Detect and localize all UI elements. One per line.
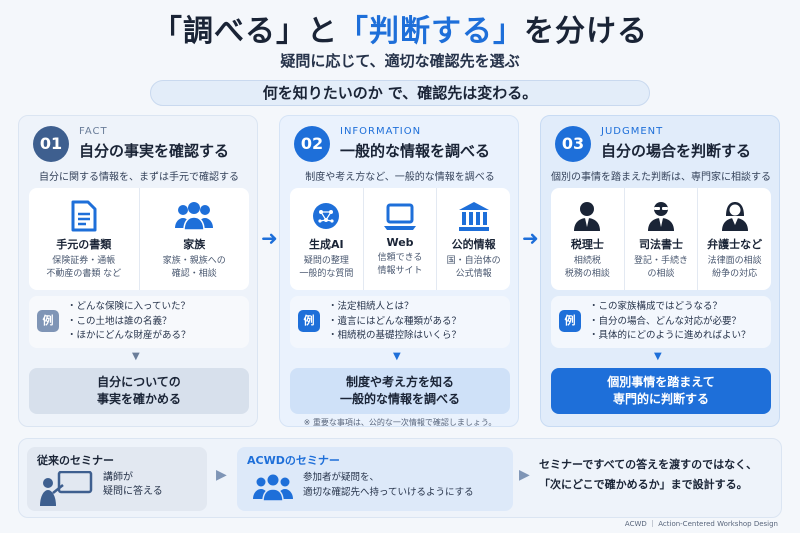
card-subtext: 疑問の整理一般的な質問 bbox=[299, 256, 354, 279]
step-kicker: INFORMATION bbox=[340, 126, 422, 137]
lawyer-icon bbox=[721, 202, 748, 231]
acwd-seminar-title: ACWDのセミナー bbox=[247, 454, 340, 467]
card-title: 家族 bbox=[183, 238, 206, 251]
example-item: どんな保険に入っていた？ bbox=[67, 300, 191, 315]
card-title: Web bbox=[386, 236, 414, 249]
step-kicker: FACT bbox=[79, 126, 108, 137]
right-arrow-icon: ➜ bbox=[261, 226, 278, 250]
example-item: この家族構成ではどうなる？ bbox=[589, 300, 751, 315]
card-title: 生成AI bbox=[309, 238, 344, 251]
step-heading: 自分の場合を判断する bbox=[601, 142, 752, 160]
example-list: 法定相続人とは？ 遺言にはどんな種類がある？ 相続税の基礎控除はいくら？ bbox=[328, 300, 462, 344]
example-box: 例 法定相続人とは？ 遺言にはどんな種類がある？ 相続税の基礎控除はいくら？ bbox=[290, 296, 510, 348]
step-heading: 一般的な情報を調べる bbox=[340, 142, 491, 160]
column-fact: 01 FACT 自分の事実を確認する 自分に関する情報を、まずは手元で確認する … bbox=[18, 115, 258, 427]
example-badge: 例 bbox=[298, 310, 320, 332]
down-arrow-icon: ▼ bbox=[393, 351, 401, 362]
acwd-seminar-box: ACWDのセミナー 参加者が疑問を、適切な確認先へ持っていけるようにする bbox=[237, 447, 513, 511]
source-card-family: 家族 家族・親族への確認・相談 bbox=[138, 188, 250, 290]
traditional-seminar-title: 従来のセミナー bbox=[37, 454, 114, 467]
step-number: 02 bbox=[294, 126, 330, 162]
example-item: 相続税の基礎控除はいくら？ bbox=[328, 329, 462, 344]
card-subtext: 国・自治体の公式情報 bbox=[446, 256, 501, 279]
card-subtext: 保険証券・通帳不動産の書類 など bbox=[46, 256, 122, 279]
closing-message: セミナーですべての答えを渡すのではなく、「次にどこで確かめるか」まで設計する。 bbox=[539, 458, 758, 491]
example-list: どんな保険に入っていた？ この土地は誰の名義？ ほかにどんな財産がある？ bbox=[67, 300, 191, 344]
right-arrow-icon: ➜ bbox=[522, 226, 539, 250]
footnote: ※ 重要な事項は、公的な一次情報で確認しましょう。 bbox=[303, 418, 497, 427]
example-item: ほかにどんな財産がある？ bbox=[67, 329, 191, 344]
step-number: 01 bbox=[33, 126, 69, 162]
page-subtitle: 疑問に応じて、適切な確認先を選ぶ bbox=[280, 52, 520, 70]
title-highlight: 「判断する」 bbox=[338, 14, 524, 49]
step-number: 03 bbox=[555, 126, 591, 162]
down-arrow-icon: ▼ bbox=[654, 351, 662, 362]
card-title: 税理士 bbox=[570, 238, 604, 251]
tax-accountant-icon bbox=[574, 202, 601, 231]
example-item: 法定相続人とは？ bbox=[328, 300, 461, 315]
card-subtext: 家族・親族への確認・相談 bbox=[162, 256, 226, 279]
down-arrow-icon: ▼ bbox=[132, 351, 140, 362]
step-result: 個別事情を踏まえて専門的に判断する bbox=[551, 368, 771, 414]
card-title: 司法書士 bbox=[639, 238, 683, 251]
example-list: この家族構成ではどうなる？ 自分の場合、どんな対応が必要？ 具体的にどのように進… bbox=[589, 300, 751, 344]
play-arrow-icon: ▶ bbox=[519, 467, 530, 483]
source-card-lawyer: 弁護士など 法律面の相談紛争の対応 bbox=[697, 188, 771, 290]
source-card-tax: 税理士 相続税税務の相談 bbox=[551, 188, 624, 290]
card-title: 公的情報 bbox=[451, 238, 496, 251]
card-subtext: 相続税税務の相談 bbox=[564, 256, 610, 279]
play-arrow-icon: ▶ bbox=[216, 467, 227, 483]
source-cards: 税理士 相続税税務の相談 司法書士 登記・手続きの相談 弁護士など 法律面の相談… bbox=[551, 188, 771, 290]
card-subtext: 登記・手続きの相談 bbox=[634, 256, 689, 279]
key-message-pill: 何を知りたいのか で、確認先は変わる。 bbox=[150, 80, 650, 106]
example-box: 例 どんな保険に入っていた？ この土地は誰の名義？ ほかにどんな財産がある？ bbox=[29, 296, 249, 348]
footer-credit: ACWD ｜ Action-Centered Workshop Design bbox=[624, 520, 778, 528]
step-description: 制度や考え方など、一般的な情報を調べる bbox=[305, 172, 495, 183]
example-badge: 例 bbox=[559, 310, 581, 332]
example-item: 遺言にはどんな種類がある？ bbox=[328, 315, 462, 330]
acwd-seminar-desc: 参加者が疑問を、適切な確認先へ持っていけるようにする bbox=[303, 472, 474, 498]
step-heading: 自分の事実を確認する bbox=[79, 142, 230, 160]
source-cards: 生成AI 疑問の整理一般的な質問 Web 信頼できる情報サイト 公的情報 国・自… bbox=[290, 188, 510, 290]
government-icon bbox=[458, 202, 489, 231]
example-item: 自分の場合、どんな対応が必要？ bbox=[589, 315, 751, 330]
title-part-1: 「調べる」と bbox=[152, 14, 338, 49]
source-card-documents: 手元の書類 保険証券・通帳不動産の書類 など bbox=[29, 188, 139, 290]
example-item: この土地は誰の名義？ bbox=[67, 315, 191, 330]
family-icon bbox=[175, 202, 214, 231]
card-title: 弁護士など bbox=[707, 238, 763, 251]
card-subtext: 信頼できる情報サイト bbox=[377, 253, 423, 276]
example-box: 例 この家族構成ではどうなる？ 自分の場合、どんな対応が必要？ 具体的にどのよう… bbox=[551, 296, 771, 348]
page-title: 「調べる」と「判断する」を分ける bbox=[0, 6, 800, 50]
laptop-icon bbox=[384, 203, 416, 230]
example-badge: 例 bbox=[37, 310, 59, 332]
step-description: 自分に関する情報を、まずは手元で確認する bbox=[39, 172, 239, 183]
column-information: 02 INFORMATION 一般的な情報を調べる 制度や考え方など、一般的な情… bbox=[279, 115, 519, 427]
traditional-seminar-box: 従来のセミナー 講師が疑問に答える bbox=[27, 447, 207, 511]
example-item: 具体的にどのように進めればよい？ bbox=[589, 329, 751, 344]
column-judgment: 03 JUDGMENT 自分の場合を判断する 個別の事情を踏まえた判断は、専門家… bbox=[540, 115, 780, 427]
ai-brain-icon bbox=[313, 203, 340, 229]
title-part-3: を分ける bbox=[524, 14, 648, 49]
step-result: 自分についての事実を確かめる bbox=[29, 368, 249, 414]
card-title: 手元の書類 bbox=[56, 238, 112, 251]
source-card-public: 公的情報 国・自治体の公式情報 bbox=[436, 188, 510, 290]
step-description: 個別の事情を踏まえた判断は、専門家に相談する bbox=[551, 172, 771, 183]
scrivener-icon bbox=[648, 202, 674, 231]
source-cards: 手元の書類 保険証券・通帳不動産の書類 など 家族 家族・親族への確認・相談 bbox=[29, 188, 249, 290]
document-icon bbox=[71, 200, 97, 232]
lecturer-icon bbox=[40, 471, 93, 506]
card-subtext: 法律面の相談紛争の対応 bbox=[707, 256, 762, 279]
participants-icon bbox=[253, 474, 293, 502]
step-result: 制度や考え方を知る一般的な情報を調べる bbox=[290, 368, 510, 414]
seminar-comparison: 従来のセミナー 講師が疑問に答える ▶ ACWDのセミナー 参加者が疑問を、適切… bbox=[18, 438, 782, 518]
source-card-ai: 生成AI 疑問の整理一般的な質問 bbox=[290, 188, 363, 290]
traditional-seminar-desc: 講師が疑問に答える bbox=[103, 472, 163, 497]
source-card-scrivener: 司法書士 登記・手続きの相談 bbox=[623, 188, 698, 290]
step-kicker: JUDGMENT bbox=[601, 126, 664, 137]
source-card-web: Web 信頼できる情報サイト bbox=[362, 188, 437, 290]
